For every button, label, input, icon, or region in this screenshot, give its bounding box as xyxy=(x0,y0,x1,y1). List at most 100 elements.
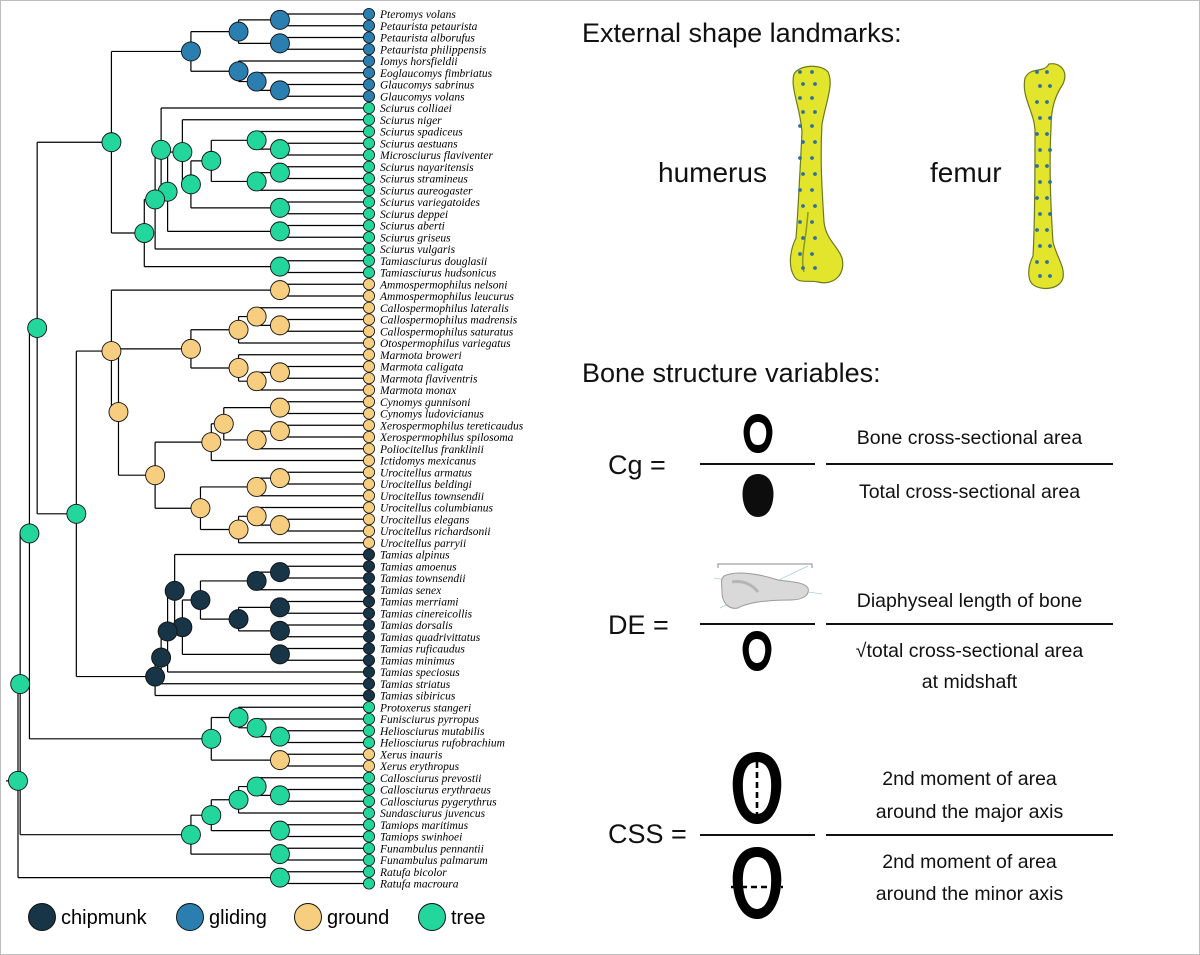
ancestral-state-node xyxy=(180,824,201,845)
de-ring-section xyxy=(742,631,772,671)
tip-node xyxy=(362,254,375,267)
tip-node xyxy=(362,348,375,361)
ancestral-state-node xyxy=(270,620,290,641)
ancestral-state-node xyxy=(270,197,290,218)
tip-node xyxy=(362,219,375,232)
ancestral-state-node xyxy=(157,621,178,642)
species-label: Sciurus nayaritensis xyxy=(380,162,474,174)
tip-node xyxy=(362,689,375,702)
landmark-point xyxy=(1045,228,1049,232)
css-denominator-line1: 2nd moment of area xyxy=(882,851,1057,873)
species-label: Tamias alpinus xyxy=(380,550,450,562)
species-label: Tamias quadrivittatus xyxy=(380,632,481,644)
tip-node xyxy=(362,536,375,549)
css-right-rule xyxy=(826,834,1113,836)
species-label: Tamias dorsalis xyxy=(380,620,453,632)
ancestral-state-node xyxy=(246,429,267,450)
ancestral-state-node xyxy=(201,728,222,749)
tip-node xyxy=(362,407,375,420)
species-label: Xerus erythropus xyxy=(379,761,460,773)
landmark-point xyxy=(1048,116,1052,120)
species-label: Sciurus vulgaris xyxy=(380,244,456,256)
ancestral-state-node xyxy=(134,223,155,243)
species-label: Tamias cinereicollis xyxy=(380,608,473,620)
ancestral-state-node xyxy=(270,844,290,865)
ancestral-state-node xyxy=(101,341,122,362)
species-label: Urocitellus armatus xyxy=(380,467,472,479)
tip-node xyxy=(362,278,375,291)
ancestral-state-node xyxy=(246,371,267,392)
species-label: Sciurus aestuans xyxy=(380,138,458,150)
tip-node xyxy=(362,336,375,349)
species-label: Tamias townsendii xyxy=(380,573,466,585)
species-label: Eoglaucomys fimbriatus xyxy=(379,68,493,80)
de-denominator-line2: at midshaft xyxy=(921,671,1018,693)
ancestral-state-node xyxy=(270,80,290,101)
landmark-point xyxy=(1045,196,1049,200)
species-label: Funisciurus pyrropus xyxy=(379,714,479,726)
tip-node xyxy=(362,595,375,608)
tip-node xyxy=(362,724,375,737)
species-label: Callospermophilus saturatus xyxy=(380,326,514,338)
species-label: Glaucomys volans xyxy=(380,91,465,103)
species-label: Protoxerus stangeri xyxy=(379,702,471,714)
tip-node xyxy=(362,184,375,197)
ancestral-state-node xyxy=(10,674,31,694)
tip-node xyxy=(362,113,375,126)
tip-node xyxy=(362,736,375,749)
ancestral-state-node xyxy=(246,717,267,738)
cg-denominator: Total cross-sectional area xyxy=(858,481,1081,503)
species-label: Ratufa bicolor xyxy=(379,867,447,879)
landmark-point xyxy=(1035,164,1039,168)
tip-node xyxy=(362,442,375,455)
species-label: Callospermophilus madrensis xyxy=(380,315,518,327)
tip-node xyxy=(362,677,375,690)
femur-label: femur xyxy=(930,157,1002,188)
ancestral-state-node xyxy=(270,644,290,665)
de-left-rule xyxy=(700,623,815,625)
species-label: Urocitellus beldingi xyxy=(380,479,472,491)
landmark-point xyxy=(1048,244,1052,248)
species-label: Sciurus aureogaster xyxy=(380,185,473,197)
tip-node xyxy=(362,654,375,667)
tip-node xyxy=(362,43,375,56)
species-label: Sciurus griseus xyxy=(380,232,451,244)
ancestral-state-node xyxy=(228,21,249,42)
ancestral-state-node xyxy=(145,189,166,210)
tip-node xyxy=(362,325,375,338)
landmark-point xyxy=(801,236,805,240)
tip-node xyxy=(362,430,375,443)
tip-node xyxy=(362,760,375,773)
ancestral-state-node xyxy=(201,432,222,453)
femur-landmarks xyxy=(1035,70,1052,278)
major-axis-section xyxy=(732,752,782,824)
ancestral-state-node xyxy=(270,820,290,841)
landmark-point xyxy=(1045,164,1049,168)
species-label: Xerospermophilus tereticaudus xyxy=(379,420,524,432)
species-label: Petaurista petaurista xyxy=(379,21,478,33)
tip-node xyxy=(362,266,375,279)
ancestral-state-node xyxy=(246,570,267,591)
tip-node xyxy=(362,466,375,479)
ancestral-state-node xyxy=(145,666,166,687)
tip-node xyxy=(362,525,375,538)
tip-node xyxy=(362,818,375,831)
ancestral-state-node xyxy=(151,139,172,160)
landmark-point xyxy=(1048,180,1052,184)
species-label: Tamiasciurus hudsonicus xyxy=(380,268,497,280)
tip-node xyxy=(362,607,375,620)
legend-swatch-ground xyxy=(294,903,322,931)
landmark-point xyxy=(1035,70,1039,74)
tip-node xyxy=(362,807,375,820)
species-label: Tamiasciurus douglasii xyxy=(380,256,487,268)
species-label: Cynomys ludovicianus xyxy=(380,409,484,421)
ancestral-state-node xyxy=(27,318,48,338)
species-label: Funambulus pennantii xyxy=(379,843,484,855)
tip-node xyxy=(362,301,375,314)
tip-node xyxy=(362,560,375,573)
ancestral-state-node xyxy=(8,770,28,791)
landmark-point xyxy=(798,220,802,224)
species-label: Callosciurus pygerythrus xyxy=(380,796,497,808)
